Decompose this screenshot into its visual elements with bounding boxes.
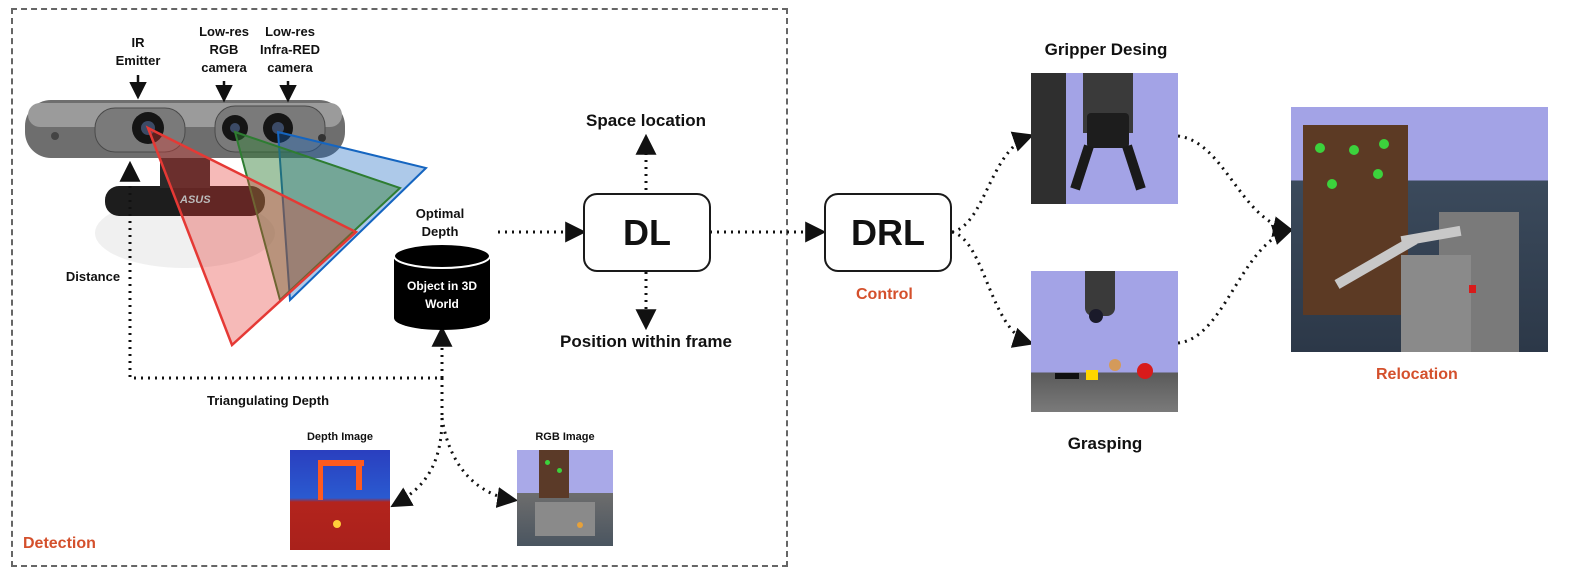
rgb-image: [517, 450, 613, 546]
triangulating-depth-label: Triangulating Depth: [206, 393, 330, 408]
detection-frame: [11, 8, 788, 567]
cylinder-label: Object in 3D World: [406, 279, 477, 311]
ir-emitter-label: IR Emitter: [115, 35, 161, 68]
rgb-camera-label: Low-res RGB camera: [199, 24, 249, 75]
detection-title: Detection: [23, 535, 96, 552]
rgb-image-label: RGB Image: [535, 431, 595, 443]
infra-red-cone: [276, 130, 428, 303]
dl-label: DL: [623, 211, 671, 253]
rgb-cone: [233, 130, 402, 302]
distance-label: Distance: [65, 269, 121, 284]
space-location-label: Space location: [586, 111, 706, 130]
drl-box: DRL: [824, 193, 952, 272]
gripper-image: [1031, 73, 1178, 204]
dl-box: DL: [583, 193, 711, 272]
relocation-image: [1291, 107, 1548, 352]
ir-emitter-cone: [145, 125, 359, 348]
object-3d-cylinder: [393, 243, 491, 330]
control-title: Control: [856, 286, 913, 303]
infra-red-camera-label: Low-res Infra-RED camera: [260, 24, 320, 75]
grasping-image: [1031, 271, 1178, 412]
optimal-depth-label: Optimal Depth: [415, 206, 465, 239]
camera-brand-label: ASUS: [180, 194, 211, 206]
drl-label: DRL: [851, 211, 925, 253]
depth-camera: [25, 100, 345, 268]
depth-image-label: Depth Image: [306, 431, 373, 443]
relocation-title: Relocation: [1376, 366, 1458, 383]
grasping-label: Grasping: [1067, 434, 1143, 453]
position-within-frame-label: Position within frame: [560, 332, 732, 351]
depth-image: [290, 450, 390, 550]
gripper-design-label: Gripper Desing: [1044, 40, 1168, 59]
